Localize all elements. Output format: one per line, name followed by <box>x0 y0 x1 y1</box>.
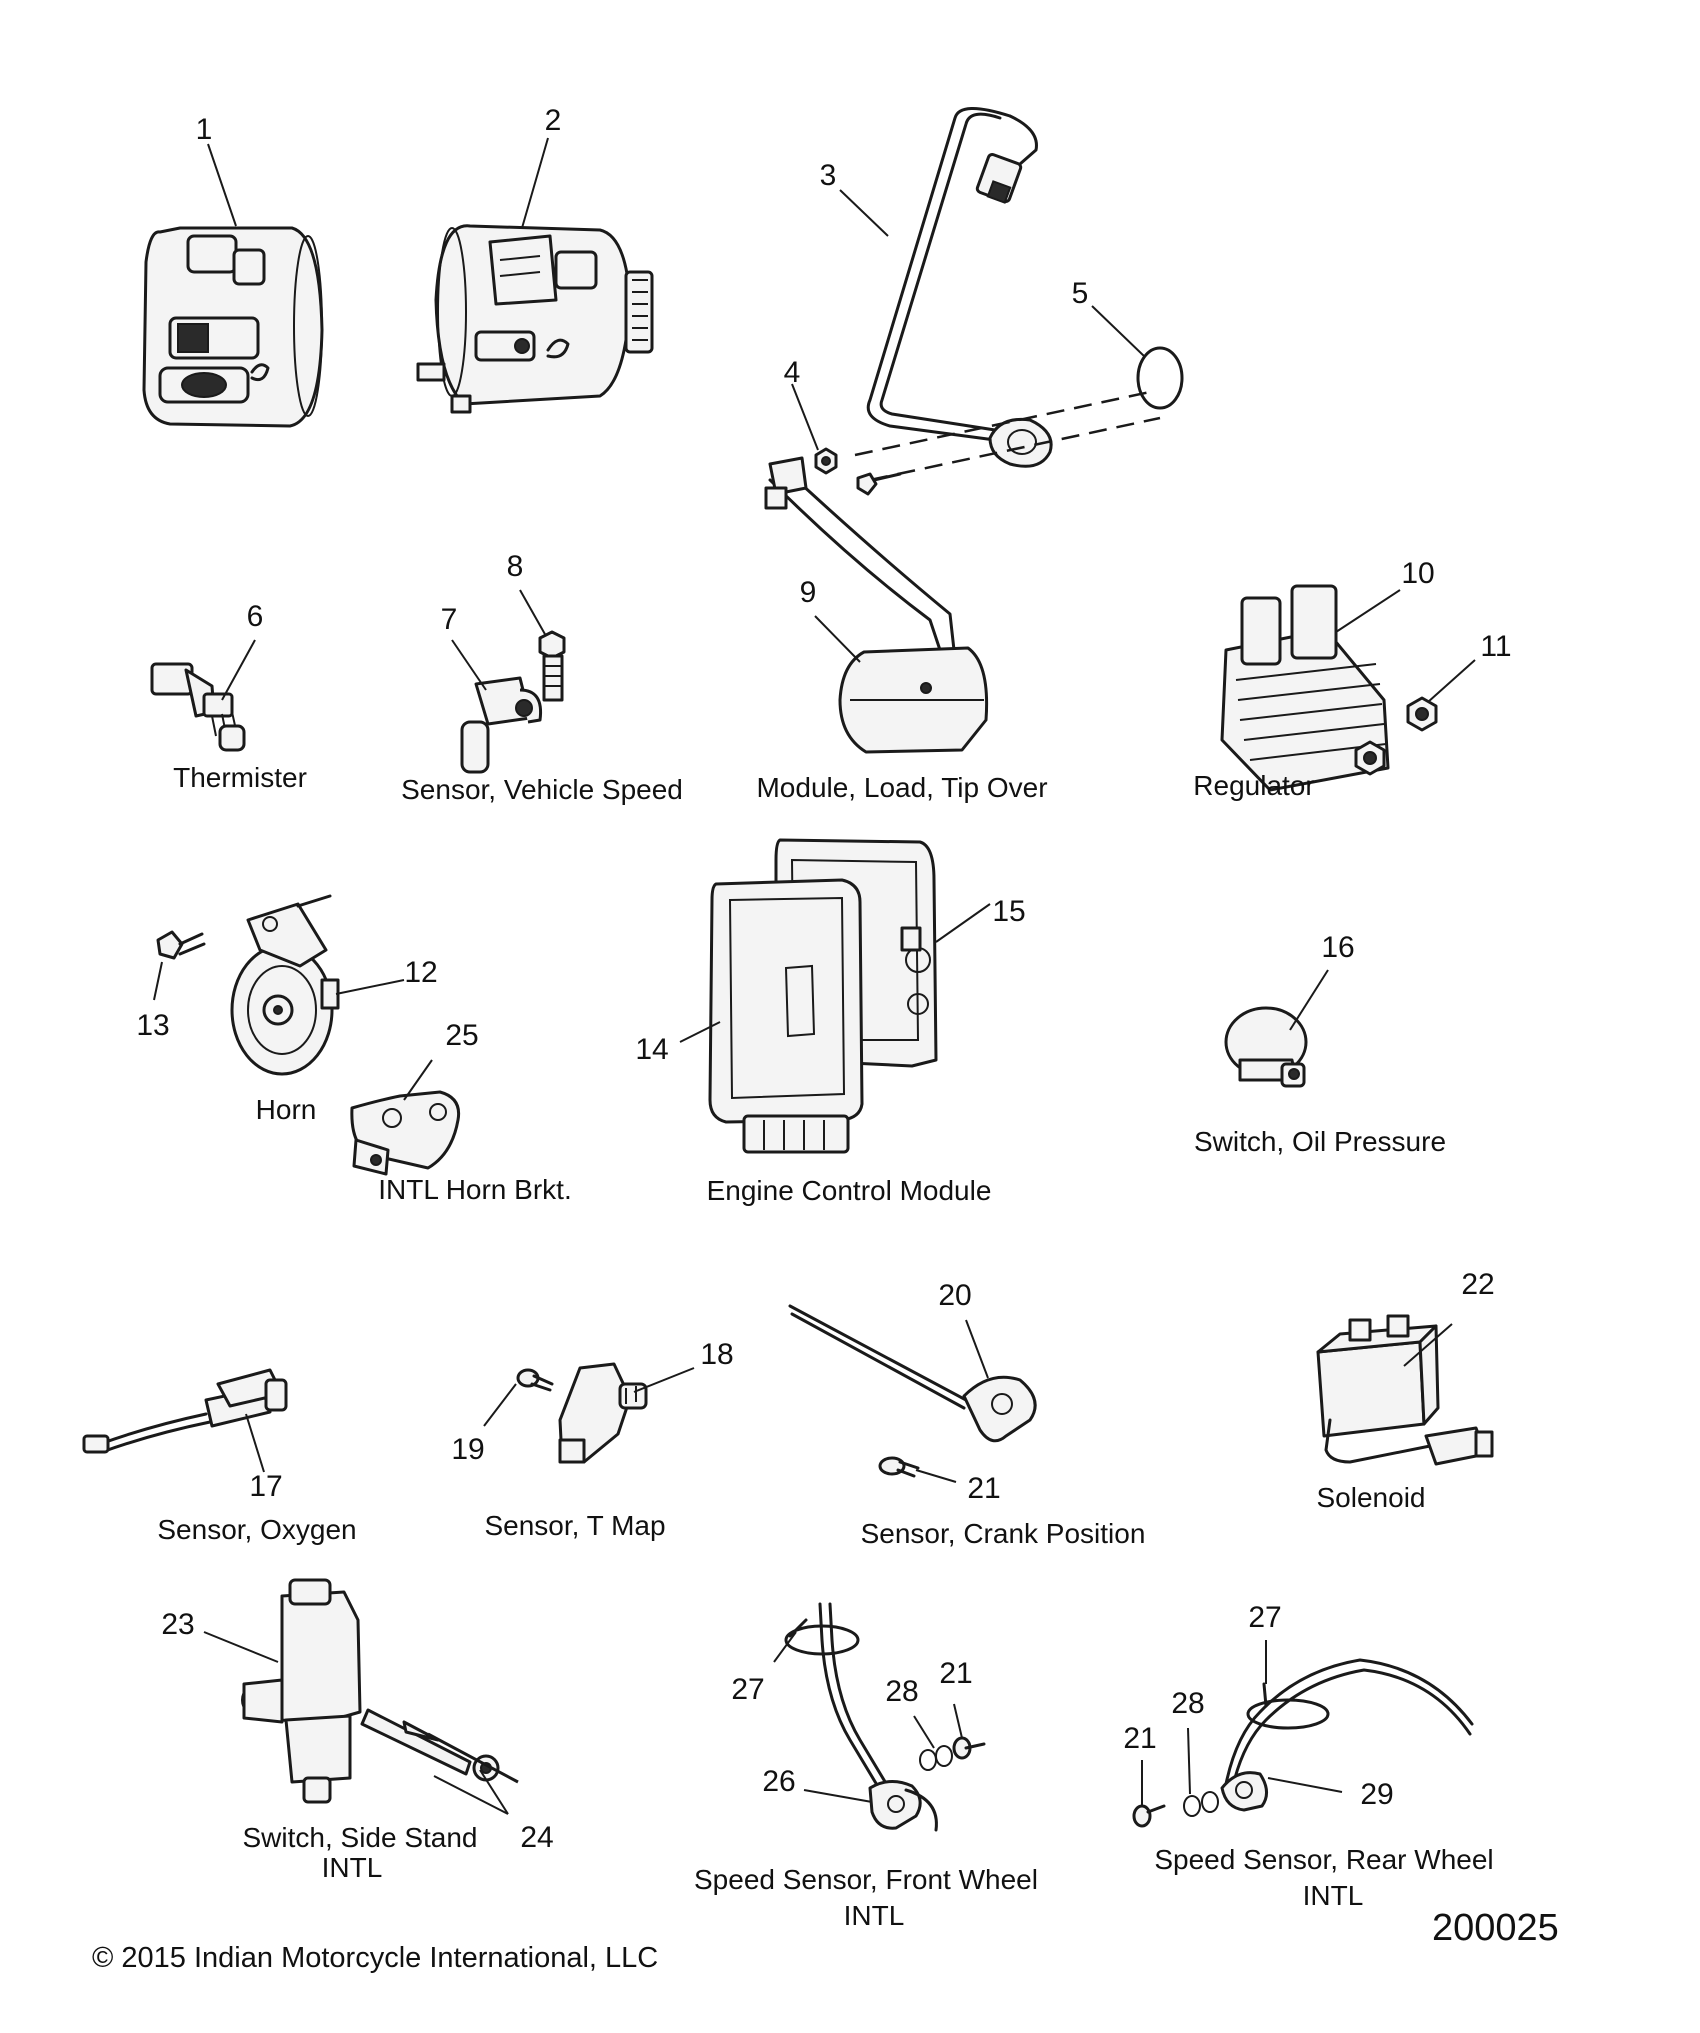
label-solenoid: Solenoid <box>1316 1482 1426 1513</box>
callout-24: 24 <box>520 1821 554 1854</box>
part-rear-wheel-speed-sensor <box>1220 1658 1474 1812</box>
part-regulator <box>1220 584 1390 792</box>
callout-8: 8 <box>506 550 524 583</box>
diagram-code: 200025 <box>1432 1907 1559 1949</box>
callout-27: 27 <box>731 1673 765 1706</box>
part-front-wheel-speed-sensor <box>784 1602 938 1832</box>
part-tie-27b <box>1262 1682 1268 1708</box>
leader-lines <box>153 137 1476 1815</box>
callout-20: 20 <box>938 1279 972 1312</box>
part-tip-over-module <box>764 456 989 754</box>
part-vehicle-speed-sensor <box>460 676 543 774</box>
part-bolt-8 <box>538 630 566 702</box>
part-oxygen-sensor <box>82 1368 288 1454</box>
label-horn-bracket: INTL Horn Brkt. <box>378 1174 572 1205</box>
label-oil-pressure-switch: Switch, Oil Pressure <box>1193 1126 1447 1157</box>
callout-28: 28 <box>885 1675 919 1708</box>
part-thermister <box>150 662 246 752</box>
callout-7: 7 <box>440 603 458 636</box>
part-nut-10 <box>1354 740 1386 776</box>
callout-23: 23 <box>161 1608 195 1641</box>
part-side-stand-switch <box>241 1578 362 1804</box>
label-rear-wheel-intl: INTL <box>1302 1880 1364 1911</box>
callout-16: 16 <box>1321 931 1355 964</box>
part-bolt-24b <box>402 1720 519 1784</box>
part-bolt-21 <box>878 1456 920 1478</box>
label-tip-over-module: Module, Load, Tip Over <box>756 772 1048 803</box>
part-left-switch-housing <box>142 226 324 428</box>
part-bolt-13 <box>156 930 206 960</box>
label-t-map-sensor: Sensor, T Map <box>484 1510 666 1541</box>
part-sensor-harness <box>854 106 1161 482</box>
label-side-stand-intl: INTL <box>321 1852 383 1883</box>
part-nut-4 <box>814 447 838 475</box>
label-horn: Horn <box>255 1094 317 1125</box>
callout-2: 2 <box>544 104 562 137</box>
part-o-ring <box>1136 346 1184 410</box>
callout-18: 18 <box>700 1338 734 1371</box>
callout-3: 3 <box>819 159 837 192</box>
callout-10: 10 <box>1401 557 1435 590</box>
part-crank-sensor <box>788 1304 1037 1443</box>
callout-19: 19 <box>451 1433 485 1466</box>
label-ecm: Engine Control Module <box>706 1175 992 1206</box>
callout-4: 4 <box>783 356 801 389</box>
label-rear-wheel-speed-sensor: Speed Sensor, Rear Wheel <box>1154 1844 1494 1875</box>
part-bolt-4 <box>856 472 902 496</box>
callout-21: 21 <box>967 1472 1001 1505</box>
callout-27: 27 <box>1248 1601 1282 1634</box>
callout-21: 21 <box>939 1657 973 1690</box>
label-side-stand-switch: Switch, Side Stand <box>242 1822 478 1853</box>
part-nut-11 <box>1406 696 1438 732</box>
part-washer-28b <box>1183 1791 1219 1817</box>
copyright-notice: © 2015 Indian Motorcycle International, … <box>92 1942 659 1974</box>
part-t-map-sensor <box>558 1362 648 1464</box>
callout-6: 6 <box>246 600 264 633</box>
callout-5: 5 <box>1071 277 1089 310</box>
part-ecm <box>708 878 864 1154</box>
part-horn <box>230 894 340 1076</box>
callout-12: 12 <box>404 956 438 989</box>
callout-15: 15 <box>992 895 1026 928</box>
callout-28: 28 <box>1171 1687 1205 1720</box>
callout-11: 11 <box>1480 630 1512 663</box>
part-bolt-24a <box>360 1708 500 1782</box>
part-horn-bracket <box>350 1090 461 1176</box>
part-right-switch-housing <box>416 224 654 414</box>
label-crank-sensor: Sensor, Crank Position <box>860 1518 1146 1549</box>
label-front-wheel-intl: INTL <box>843 1900 905 1931</box>
part-bolt-21c <box>1132 1804 1166 1828</box>
part-washer-28a <box>919 1745 953 1771</box>
callout-17: 17 <box>249 1470 283 1503</box>
callout-22: 22 <box>1461 1268 1495 1301</box>
callout-13: 13 <box>136 1009 170 1042</box>
label-front-wheel-speed-sensor: Speed Sensor, Front Wheel <box>694 1864 1038 1895</box>
label-thermister: Thermister <box>173 762 307 793</box>
callout-14: 14 <box>635 1033 669 1066</box>
part-tie-27a <box>788 1618 808 1638</box>
callout-26: 26 <box>762 1765 796 1798</box>
label-regulator: Regulator <box>1193 770 1315 801</box>
part-oil-pressure-switch <box>1224 1006 1308 1088</box>
callout-9: 9 <box>799 576 817 609</box>
part-bolt-19 <box>516 1368 554 1392</box>
label-oxygen-sensor: Sensor, Oxygen <box>157 1514 357 1545</box>
callout-25: 25 <box>445 1019 479 1052</box>
callout-21: 21 <box>1123 1722 1157 1755</box>
part-bolt-21b <box>952 1736 986 1760</box>
callout-29: 29 <box>1360 1778 1394 1811</box>
label-vehicle-speed-sensor: Sensor, Vehicle Speed <box>401 774 683 805</box>
callout-1: 1 <box>195 113 213 146</box>
part-solenoid <box>1316 1314 1494 1466</box>
